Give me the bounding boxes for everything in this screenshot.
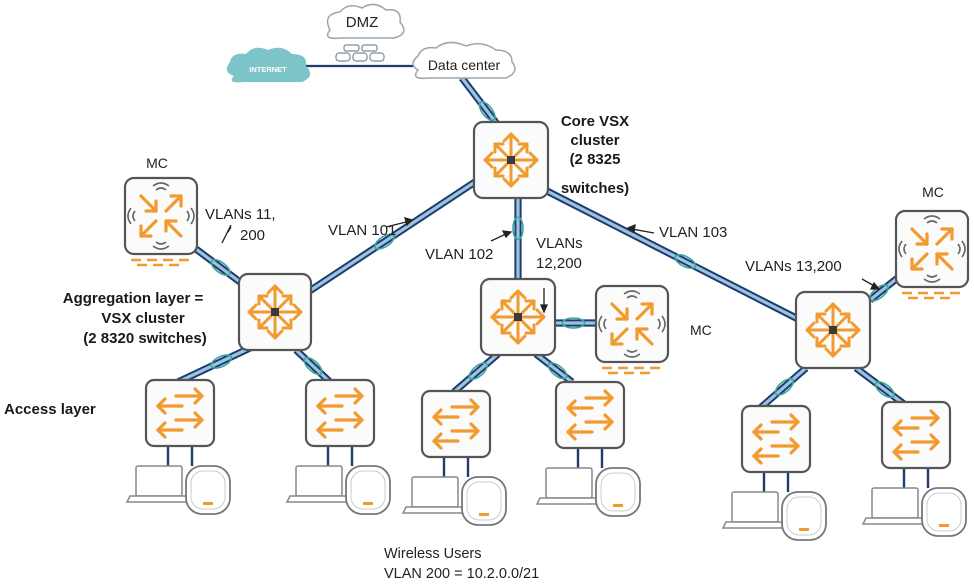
vlan102-label: VLAN 102 <box>425 246 493 263</box>
access-switch-6[interactable] <box>880 400 952 470</box>
vlan101-label: VLAN 101 <box>328 222 396 239</box>
mobility-controller-center[interactable] <box>594 284 670 375</box>
vlans-12-200-label: VLANs <box>536 235 583 252</box>
mc-right-label: MC <box>922 184 944 200</box>
firewall-icon <box>335 44 385 62</box>
aggregation-switch-right[interactable] <box>794 290 872 370</box>
mc-center-label: MC <box>690 322 712 338</box>
core-switch[interactable] <box>472 120 550 200</box>
svg-text:(2 8325: (2 8325 <box>570 151 621 168</box>
aggregation-switch-left[interactable] <box>237 272 313 352</box>
core-to-agg-left-link <box>306 176 480 296</box>
core-to-agg-right-link <box>543 186 802 324</box>
lag-ring-icon <box>478 101 496 122</box>
mc-right-vlan-label: VLANs 13,200 <box>745 258 842 275</box>
vlan103-label: VLAN 103 <box>659 224 727 241</box>
internet-cloud: INTERNET <box>226 47 311 83</box>
access-point-icon <box>595 467 641 517</box>
lag-ring-icon <box>547 362 568 380</box>
laptop-icon <box>286 465 352 503</box>
mc-left-link <box>189 243 247 288</box>
access-point-icon <box>921 487 967 537</box>
vlan200-subnet-label: VLAN 200 = 10.2.0.0/21 <box>384 566 539 582</box>
internet-label: INTERNET <box>249 65 287 74</box>
agg-left-access2-link <box>293 347 333 385</box>
lag-ring-icon <box>874 381 895 399</box>
links <box>176 64 907 413</box>
agg-right-access2-link <box>853 365 907 407</box>
core-to-agg-center-link <box>512 198 524 280</box>
access-point-icon <box>461 476 507 526</box>
lag-ring-icon <box>512 216 524 241</box>
agg-center-access2-link <box>533 351 575 385</box>
laptop-icon <box>862 487 928 525</box>
laptop-icon <box>536 467 602 505</box>
access-switch-5[interactable] <box>740 404 812 474</box>
laptop-icon <box>126 465 192 503</box>
agg-left-access1-link <box>176 344 252 386</box>
svg-text:cluster: cluster <box>570 132 619 149</box>
access-point-icon <box>781 491 827 541</box>
lag-ring-icon <box>210 258 231 276</box>
dmz-label: DMZ <box>346 14 379 31</box>
access-switch-1[interactable] <box>144 378 216 448</box>
wireless-users-label: Wireless Users <box>384 546 481 562</box>
access-layer <box>126 378 967 541</box>
lag-ring-icon <box>210 354 233 369</box>
lag-ring-icon <box>674 254 697 269</box>
svg-text:switches): switches) <box>561 180 629 197</box>
mc-center-link <box>555 317 596 329</box>
agg-center-access1-link <box>451 351 501 395</box>
svg-text:Aggregation layer =: Aggregation layer = <box>63 290 204 307</box>
svg-text:(2 8320 switches): (2 8320 switches) <box>83 330 206 347</box>
lag-ring-icon <box>468 362 488 381</box>
dmz-cloud: DMZ <box>326 3 405 40</box>
lag-ring-icon <box>561 317 586 329</box>
vlans-12-200-label-2: 12,200 <box>536 255 582 272</box>
access-point-icon <box>345 465 391 515</box>
access-switch-2[interactable] <box>304 378 376 448</box>
mobility-controller-right[interactable] <box>894 209 970 300</box>
core-label: Core VSX cluster (2 8325 switches) <box>561 113 629 197</box>
datacenter-core-link <box>459 75 500 127</box>
svg-text:Core VSX: Core VSX <box>561 113 629 130</box>
mc-left-vlan-label-2: 200 <box>240 227 265 244</box>
data-center-cloud: Data center <box>412 41 516 80</box>
access-point-icon <box>185 465 231 515</box>
aggregation-label: Aggregation layer = VSX cluster (2 8320 … <box>63 290 207 347</box>
laptop-icon <box>722 491 788 529</box>
access-switch-3[interactable] <box>420 389 492 459</box>
data-center-label: Data center <box>428 57 501 73</box>
laptop-icon <box>402 476 468 514</box>
lag-ring-icon <box>774 377 795 396</box>
aggregation-switch-center[interactable] <box>479 277 557 357</box>
pointer-arrows <box>221 217 881 314</box>
access-layer-label: Access layer <box>4 401 96 418</box>
lag-ring-icon <box>374 233 395 250</box>
mobility-controller-left[interactable] <box>123 176 199 267</box>
access-switch-4[interactable] <box>554 380 626 450</box>
svg-text:VSX cluster: VSX cluster <box>101 310 185 327</box>
lag-ring-icon <box>303 356 323 376</box>
mc-left-vlan-label: VLANs 11, <box>205 206 276 223</box>
mc-left-label: MC <box>146 155 168 171</box>
